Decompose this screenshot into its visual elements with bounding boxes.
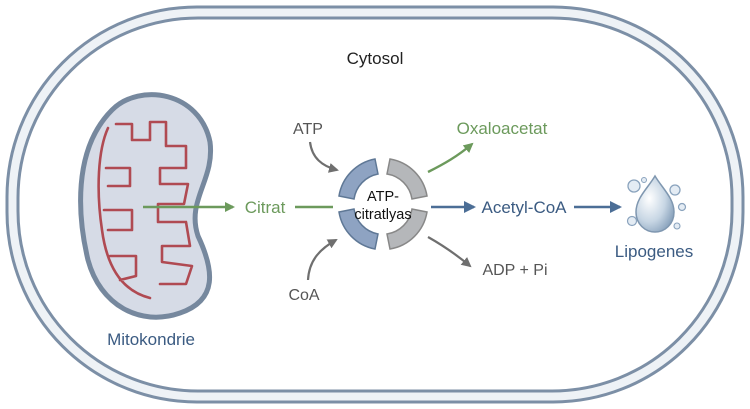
oxaloacetate-arrow [427, 142, 474, 174]
oxaloacetate-label: Oxaloacetat [457, 119, 548, 138]
atp-citrate-lyase-enzyme [338, 158, 428, 250]
adp-pi-label: ADP + Pi [482, 262, 547, 279]
enzyme-label-line1: ATP- [367, 189, 399, 205]
lipogenesis-label: Lipogenes [615, 242, 693, 261]
coa-label: CoA [288, 287, 319, 304]
atp-label: ATP [293, 121, 323, 138]
coa-input-arrow [306, 239, 338, 281]
mitochondrion-label: Mitokondrie [107, 330, 195, 349]
citrate-label: Citrat [245, 198, 286, 217]
adp-pi-arrow [427, 236, 472, 268]
lipid-droplet-icon [626, 174, 687, 233]
enzyme-label-line2: citratlyas [354, 207, 411, 223]
acetyl-coa-label: Acetyl-CoA [481, 198, 567, 217]
cytosol-label: Cytosol [347, 49, 404, 68]
atp-input-arrow [308, 141, 339, 173]
